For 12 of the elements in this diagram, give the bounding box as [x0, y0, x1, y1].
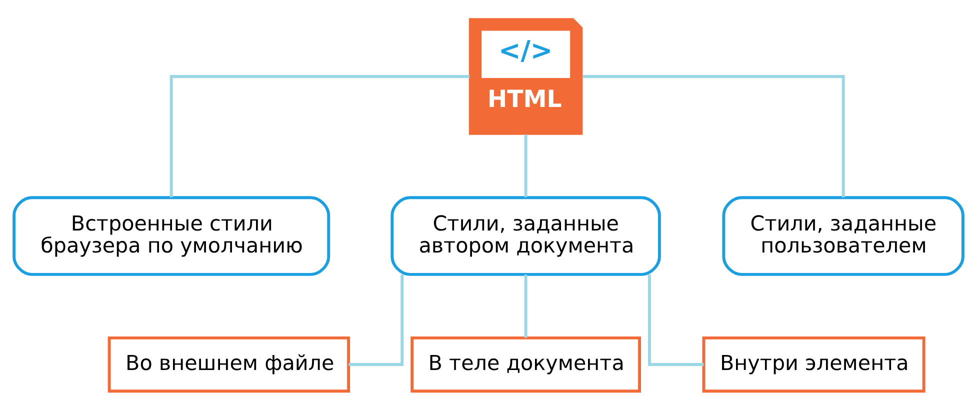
connector: [524, 274, 528, 338]
node-box: Встроенные стили браузера по умолчанию: [12, 196, 330, 276]
connector: [648, 274, 704, 366]
connector: [170, 75, 470, 198]
node-box: Внутри элемента: [702, 336, 926, 393]
connector: [582, 75, 845, 198]
connector: [348, 274, 404, 366]
connector: [524, 134, 528, 198]
node-box: Стили, заданные автором документа: [390, 196, 661, 276]
node-box: Во внешнем файле: [108, 336, 350, 393]
node-box: В теле документа: [410, 336, 641, 393]
node-box: Стили, заданные пользователем: [722, 196, 964, 276]
